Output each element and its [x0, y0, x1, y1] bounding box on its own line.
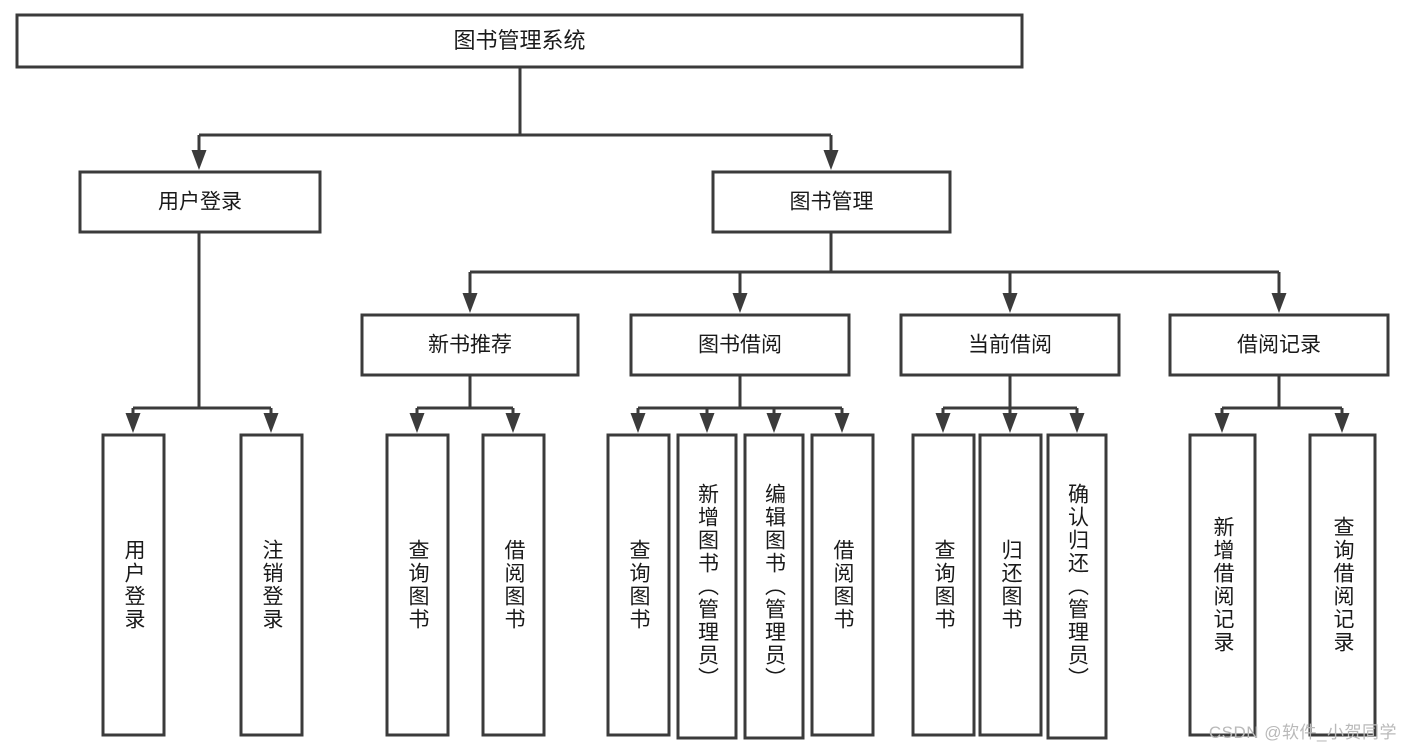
node-label-n-book-borrow: 图书借阅: [698, 334, 782, 357]
arrow-head-icon: [823, 150, 839, 170]
node-box-leaf-add-record[interactable]: [1188, 433, 1257, 737]
node-box-n-book-manage[interactable]: [711, 170, 952, 234]
node-box-leaf-query-book-bb[interactable]: [606, 433, 671, 737]
arrow-head-icon: [732, 293, 748, 313]
node-box-n-new-book-rec[interactable]: [360, 313, 580, 377]
node-box-root[interactable]: [15, 13, 1024, 69]
node-box-n-borrow-record[interactable]: [1168, 313, 1390, 377]
node-box-n-current-borrow[interactable]: [899, 313, 1121, 377]
arrow-head-icon: [699, 413, 715, 433]
arrow-head-icon: [263, 413, 279, 433]
node-label-n-borrow-record: 借阅记录: [1237, 334, 1321, 357]
arrow-head-icon: [630, 413, 646, 433]
arrow-head-icon: [1334, 413, 1350, 433]
node-box-leaf-user-login[interactable]: [101, 433, 166, 737]
arrow-head-icon: [1271, 293, 1287, 313]
arrow-head-icon: [1069, 413, 1085, 433]
node-box-leaf-add-book[interactable]: [676, 433, 738, 740]
node-label-n-new-book-rec: 新书推荐: [428, 334, 512, 357]
node-label-n-current-borrow: 当前借阅: [968, 334, 1052, 357]
arrow-head-icon: [1002, 293, 1018, 313]
arrow-head-icon: [191, 150, 207, 170]
arrow-head-icon: [125, 413, 141, 433]
node-box-leaf-borrow-book-bb[interactable]: [810, 433, 875, 737]
node-label-root: 图书管理系统: [453, 28, 585, 53]
node-box-leaf-return-book[interactable]: [978, 433, 1043, 737]
arrow-head-icon: [834, 413, 850, 433]
watermark: CSDN @软件_小贺同学: [1208, 723, 1397, 742]
node-box-n-user-login[interactable]: [78, 170, 322, 234]
node-box-leaf-logout[interactable]: [239, 433, 304, 737]
node-label-n-user-login: 用户登录: [158, 191, 242, 214]
node-box-leaf-query-book-cb[interactable]: [911, 433, 976, 737]
node-box-leaf-query-book-rec[interactable]: [385, 433, 450, 737]
arrow-head-icon: [935, 413, 951, 433]
arrow-head-icon: [766, 413, 782, 433]
node-box-leaf-confirm-return[interactable]: [1046, 433, 1108, 740]
node-label-n-book-manage: 图书管理: [790, 191, 874, 214]
arrow-head-icon: [409, 413, 425, 433]
arrow-head-icon: [1214, 413, 1230, 433]
node-box-leaf-edit-book[interactable]: [743, 433, 805, 740]
node-box-leaf-query-record[interactable]: [1308, 433, 1377, 737]
arrow-head-icon: [1002, 413, 1018, 433]
edges-layer: [125, 67, 1350, 433]
boxes-layer: [15, 13, 1390, 740]
node-box-leaf-borrow-book-rec[interactable]: [481, 433, 546, 737]
node-box-n-book-borrow[interactable]: [629, 313, 851, 377]
arrow-head-icon: [505, 413, 521, 433]
arrow-head-icon: [462, 293, 478, 313]
